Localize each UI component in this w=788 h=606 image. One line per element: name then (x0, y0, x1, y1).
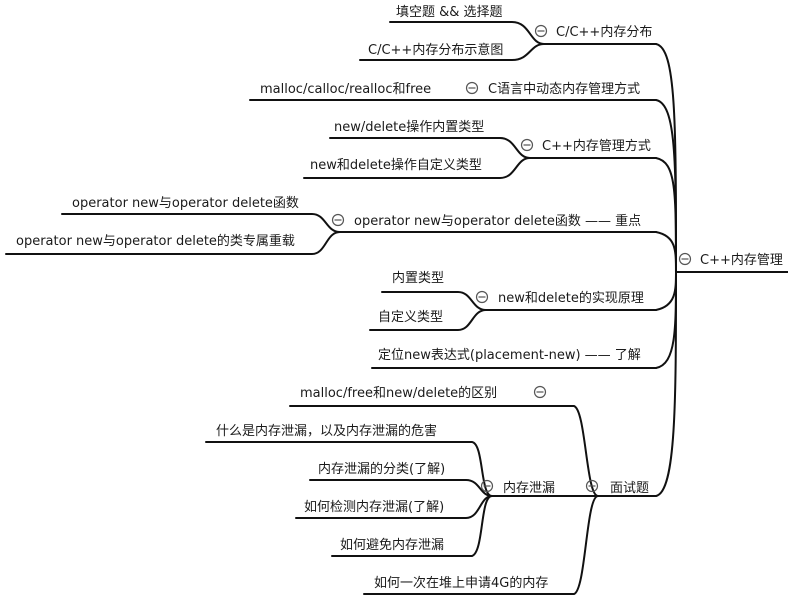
leaf-sub-c1[interactable]: 什么是内存泄漏，以及内存泄漏的危害 (216, 423, 437, 439)
collapse-sub-icon[interactable] (480, 479, 494, 493)
leaf-b2-c1[interactable]: malloc/calloc/realloc和free (260, 82, 431, 97)
edge-root-b3 (655, 157, 677, 273)
edge-sub-c2 (309, 479, 493, 497)
leaf-sub-c3[interactable]: 如何检测内存泄漏(了解) (304, 499, 444, 515)
branch-b6[interactable]: 定位new表达式(placement-new) —— 了解 (378, 348, 641, 363)
leaf-b4-c1[interactable]: operator new与operator delete函数 (72, 196, 299, 211)
leaf-b5-c2[interactable]: 自定义类型 (378, 310, 443, 325)
leaf-b4-c2[interactable]: operator new与operator delete的类专属重载 (16, 233, 295, 249)
collapse-b7-icon[interactable] (585, 479, 599, 493)
edge-b3-c2 (303, 157, 531, 179)
collapse-b1-icon[interactable] (534, 24, 548, 38)
collapse-toggles (331, 24, 692, 493)
edge-sub-c1 (205, 441, 493, 497)
edge-b7-c3 (363, 495, 599, 595)
edge-b3-c1 (329, 137, 531, 159)
connector-lines (5, 21, 788, 595)
edge-b1-c1 (389, 21, 545, 45)
collapse-b3-icon[interactable] (520, 138, 534, 152)
branch-b7[interactable]: 面试题 (610, 481, 649, 496)
collapse-root-icon[interactable] (678, 252, 692, 266)
leaf-sub-c2[interactable]: 内存泄漏的分类(了解) (318, 461, 445, 477)
branch-b2[interactable]: C语言中动态内存管理方式 (488, 81, 640, 97)
collapse-b4-icon[interactable] (331, 213, 345, 227)
collapse-b2-icon[interactable] (465, 81, 479, 95)
leaf-b3-c1[interactable]: new/delete操作内置类型 (334, 119, 484, 135)
branch-b4[interactable]: operator new与operator delete函数 —— 重点 (354, 213, 641, 229)
edge-sub-c4 (331, 495, 493, 557)
edge-b7-c1 (289, 405, 599, 497)
collapse-b7-c1-icon[interactable] (533, 385, 547, 399)
sub-node-leak[interactable]: 内存泄漏 (503, 480, 555, 496)
leaf-b3-c2[interactable]: new和delete操作自定义类型 (310, 157, 482, 173)
leaf-b7-c1[interactable]: malloc/free和new/delete的区别 (300, 385, 497, 401)
edge-b5-c1 (381, 291, 487, 311)
branch-b3[interactable]: C++内存管理方式 (542, 138, 651, 154)
edge-root-b5 (655, 271, 677, 311)
branch-b5[interactable]: new和delete的实现原理 (498, 290, 644, 306)
edge-root-b7 (655, 271, 677, 497)
branch-b1[interactable]: C/C++内存分布 (556, 24, 652, 40)
edge-b1-c2 (359, 43, 545, 61)
leaf-sub-c4[interactable]: 如何避免内存泄漏 (340, 537, 444, 553)
edge-root-b6 (655, 271, 677, 369)
collapse-b5-icon[interactable] (475, 290, 489, 304)
leaf-b1-c2[interactable]: C/C++内存分布示意图 (368, 42, 503, 58)
leaf-b7-c3[interactable]: 如何一次在堆上申请4G的内存 (374, 575, 548, 591)
leaf-b1-c1[interactable]: 填空题 && 选择题 (396, 5, 503, 20)
leaf-b5-c1[interactable]: 内置类型 (392, 270, 444, 286)
edge-b4-c1 (61, 213, 341, 233)
edge-b5-c2 (369, 309, 487, 331)
root-node[interactable]: C++内存管理 (700, 252, 783, 268)
node-labels: C++内存管理 C/C++内存分布 填空题 && 选择题 C/C++内存分布示意… (16, 5, 783, 591)
edge-b4-c2 (5, 231, 341, 255)
edge-root-b4 (655, 231, 677, 273)
